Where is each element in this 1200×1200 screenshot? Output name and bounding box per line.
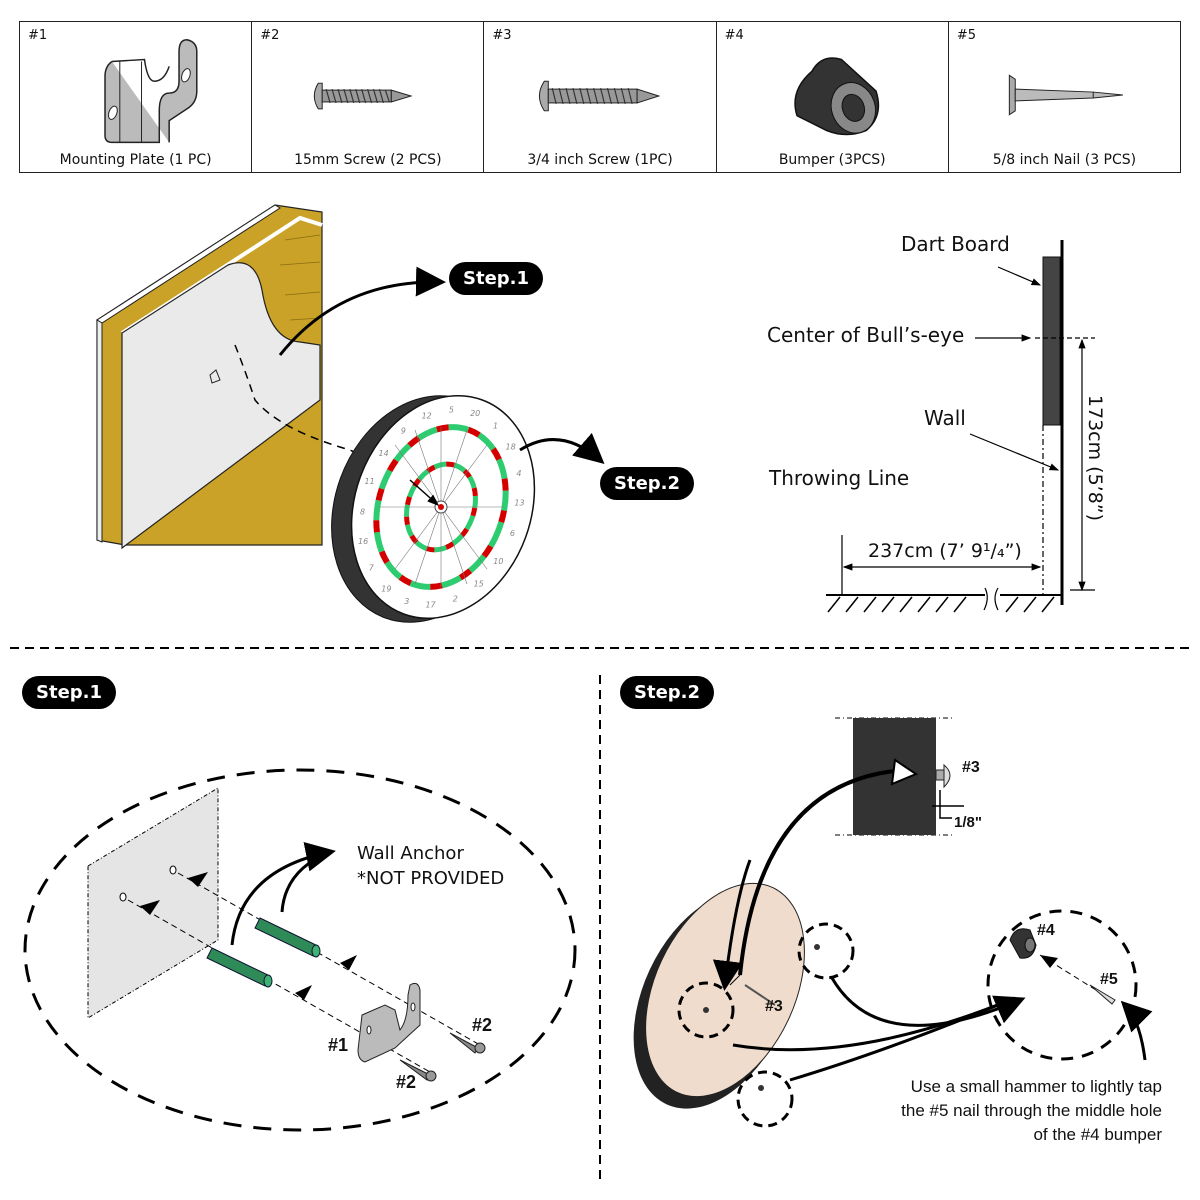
step2-illustration: [633, 717, 1153, 1128]
parts-table: #1 Mounting Plate (1 PC) #2 15mm Screw (…: [19, 21, 1181, 173]
part-number: #5: [956, 28, 976, 43]
throwing-line-label: Throwing Line: [769, 466, 910, 490]
height-label: 173cm (5’8”): [1084, 394, 1107, 522]
part-mounting-plate: #1 Mounting Plate (1 PC): [20, 22, 253, 172]
dartboard-number: 17: [425, 600, 436, 609]
dartboard-number: 15: [474, 579, 484, 588]
part-nail: #5 5/8 inch Nail (3 PCS): [949, 22, 1180, 172]
screw-label-a: #2: [472, 1015, 493, 1035]
dartboard-number: 11: [364, 477, 374, 486]
part-number: #4: [724, 28, 744, 43]
part-label: 3/4 inch Screw (1PC): [527, 152, 673, 168]
step2-badge[interactable]: Step.2: [600, 467, 695, 500]
dartboard-number: 18: [506, 442, 516, 451]
dartboard-number: 5: [449, 406, 454, 415]
part-number: #2: [260, 28, 280, 43]
part-label: Mounting Plate (1 PC): [59, 152, 212, 168]
part-label: 15mm Screw (2 PCS): [294, 152, 442, 168]
part-label: Bumper (3PCS): [778, 152, 886, 168]
instruction-line-1: Use a small hammer to lightly tap: [910, 1077, 1162, 1096]
nail-label: #5: [1100, 971, 1118, 988]
distance-label: 237cm (7’ 9¹/₄”): [868, 540, 1022, 562]
part-3-4-inch-screw: #3 3/4 inch Screw (1PC): [484, 22, 717, 172]
dartboard-number: 3: [404, 597, 409, 606]
screw-label-b: #2: [396, 1072, 417, 1092]
instruction-line-2: the #5 nail through the middle hole: [901, 1101, 1162, 1120]
dashed-path: [234, 344, 411, 481]
dartboard-number: 16: [358, 537, 368, 546]
screw3-board-label: #3: [765, 998, 783, 1015]
step1-illustration: [23, 768, 577, 1132]
wall-label: Wall: [924, 406, 966, 430]
instruction-text: Use a small hammer to lightly tap the #5…: [850, 1075, 1162, 1147]
dartboard-number: 9: [401, 427, 406, 436]
plate-label: #1: [328, 1035, 349, 1055]
dartboard-number: 19: [381, 584, 391, 593]
not-provided-label: *NOT PROVIDED: [357, 868, 505, 889]
part-15mm-screw: #2 15mm Screw (2 PCS): [252, 22, 485, 172]
dartboard-number: 6: [510, 529, 515, 538]
bumper-icon: [793, 57, 879, 136]
step2-title: Step.2: [620, 676, 715, 709]
nail-icon: [1008, 74, 1123, 116]
part-label: 5/8 inch Nail (3 PCS): [992, 152, 1137, 168]
wall-cutaway: [96, 204, 323, 550]
dartboard: 20 1 18 4 13 6 10 15 2 17 3 19 7 16 8 11 14 9 12 5: [331, 394, 536, 623]
screw-icon: [539, 80, 661, 112]
dartboard-number: 4: [516, 469, 521, 478]
screw3-label: #3: [962, 759, 980, 776]
part-bumper: #4 Bumper (3PCS): [717, 22, 949, 172]
mounting-plate-icon: [104, 39, 198, 144]
screw-icon: [314, 82, 413, 110]
bumper-label: #4: [1037, 922, 1055, 939]
dartboard-number: 13: [514, 499, 524, 508]
part-number: #3: [492, 28, 512, 43]
dartboard-number: 1: [493, 422, 498, 431]
dartboard-number: 14: [379, 449, 389, 458]
dartboard-number: 10: [493, 557, 503, 566]
wall-anchor-label: Wall Anchor: [357, 843, 464, 864]
dartboard-number: 8: [360, 507, 365, 516]
dartboard-number: 7: [369, 564, 375, 573]
step1-badge[interactable]: Step.1: [449, 262, 544, 295]
step1-title: Step.1: [22, 676, 117, 709]
dartboard-number: 2: [453, 594, 458, 603]
instruction-line-3: of the #4 bumper: [1033, 1125, 1162, 1144]
arrow-to-step2: [519, 432, 605, 464]
arrow-to-step1: [278, 266, 446, 356]
dimension-diagram: [826, 240, 1095, 613]
dart-board-label: Dart Board: [901, 232, 1010, 256]
bullseye-label: Center of Bull’s-eye: [767, 323, 965, 347]
gap-label: 1/8": [954, 814, 982, 831]
part-number: #1: [28, 28, 48, 43]
dartboard-number: 12: [422, 412, 432, 421]
dartboard-number: 20: [470, 409, 480, 418]
